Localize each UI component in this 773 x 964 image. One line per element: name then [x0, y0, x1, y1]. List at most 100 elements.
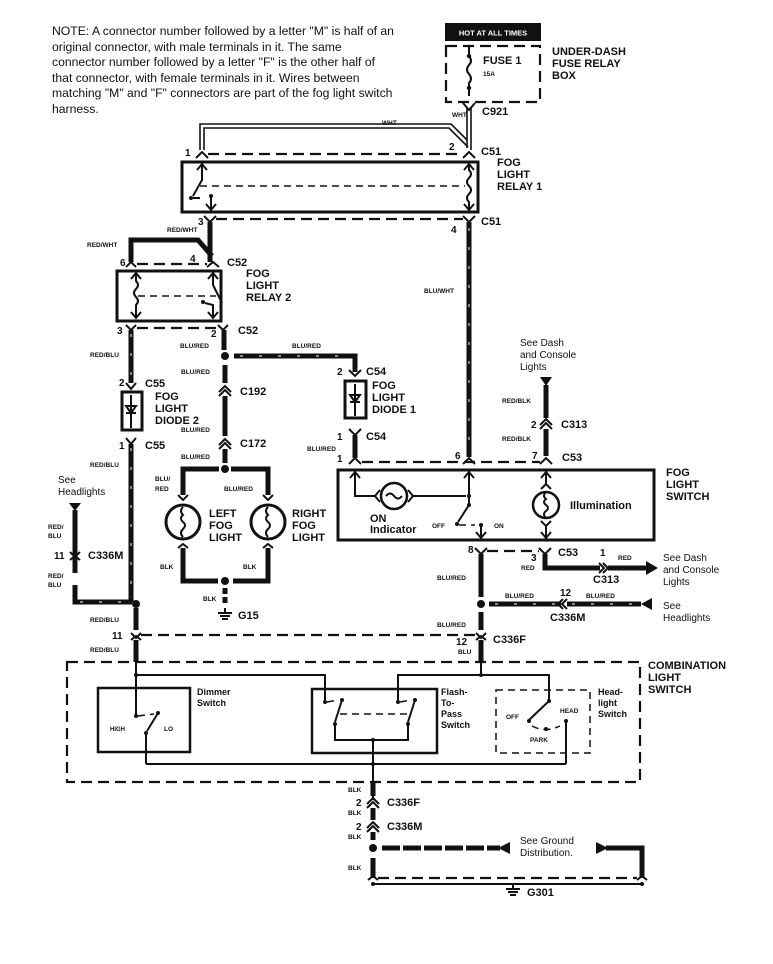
blu-red-label: BLU/RED: [437, 575, 466, 582]
fuse-box-outline: [444, 44, 542, 104]
g15-label: G15: [238, 610, 259, 622]
see-headlights-label-2: Headlights: [58, 487, 105, 498]
blu-slash-label: BLU/: [155, 476, 170, 483]
relay1-body: [180, 160, 480, 214]
diode1-label-1: FOG: [372, 380, 396, 392]
diode2-label-2: LIGHT: [155, 403, 188, 415]
relay1-label-3: RELAY 1: [497, 181, 542, 193]
headlight-switch-outline: [495, 689, 591, 754]
red-label: RED: [155, 486, 169, 493]
right-fog-light-label-3: LIGHT: [292, 532, 325, 544]
blu-red-label: BLU/RED: [586, 593, 615, 600]
red-blu-wire-left: RED/BLU 2 C55 FOG LIGHT DIODE 2 1 C55 RE…: [90, 330, 199, 630]
relay1-coil-icon: [463, 162, 475, 212]
c313-connector-icon: [539, 417, 553, 430]
wht-label: WHT: [382, 120, 397, 127]
dimmer-label-1: Dimmer: [197, 687, 231, 697]
left-fog-light: LEFT FOG LIGHT BLK: [160, 494, 242, 584]
reference-arrow-icon: [498, 842, 510, 854]
see-dash-label-3: Lights: [663, 577, 690, 588]
ground-icon: [218, 608, 232, 620]
blu-red-label: BLU/RED: [181, 427, 210, 434]
right-fog-light-label-2: FOG: [292, 520, 316, 532]
reference-arrow-icon: [540, 377, 552, 386]
c53-pin-7: 7: [532, 451, 538, 462]
red-wht-wire: RED/WHT RED/WHT: [87, 222, 214, 262]
fuse-name: FUSE 1: [483, 55, 522, 67]
left-fog-light-label-3: LIGHT: [209, 532, 242, 544]
c921-label: C921: [482, 106, 508, 118]
blu-red-label: BLU/RED: [505, 593, 534, 600]
see-headlights-left: See Headlights RED/ BLU 11 C336M RED/ BL…: [48, 475, 132, 605]
blu-label: BLU: [48, 533, 62, 540]
pin-11-label: 11: [112, 631, 123, 642]
diode2-label-1: FOG: [155, 391, 179, 403]
blu-label: BLU: [48, 582, 62, 589]
c51-label: C51: [481, 146, 501, 158]
blk-label: BLK: [348, 834, 362, 841]
combo-label-2: LIGHT: [648, 672, 681, 684]
on-indicator-label-1: ON: [370, 513, 387, 525]
dimmer-label-2: Switch: [197, 698, 226, 708]
wht-label: WHT: [452, 112, 467, 119]
c336m-label: C336M: [88, 550, 123, 562]
c55-label-bottom: C55: [145, 440, 165, 452]
relay1-label-1: FOG: [497, 157, 521, 169]
combo-label-3: SWITCH: [648, 684, 691, 696]
headlight-label-2: light: [598, 698, 617, 708]
relay2-coil-icon: [130, 271, 142, 320]
c336m-pin-12: 12: [560, 588, 572, 599]
c336f-pin-2: 2: [356, 798, 362, 809]
fog-switch-outputs: 8 3 C53 RED 1 RED C313 See Dash and Cons…: [437, 545, 720, 662]
blk-label: BLK: [348, 865, 362, 872]
diode2-pin-bottom: 1: [119, 441, 125, 452]
blu-label: BLU: [458, 649, 472, 656]
hot-at-all-times-label: HOT AT ALL TIMES: [459, 29, 527, 38]
relay2-pin-6: 6: [120, 258, 126, 269]
reference-arrow-icon: [596, 842, 608, 854]
see-headlights-label-1: See: [58, 475, 76, 486]
c52-label: C52: [227, 257, 247, 269]
diode1-pin-top: 2: [337, 367, 343, 378]
fuse-box-label-2: FUSE RELAY: [552, 58, 621, 70]
see-dash-label-1: See Dash: [663, 553, 707, 564]
blk-label: BLK: [243, 564, 257, 571]
high-label: HIGH: [110, 727, 125, 733]
c53-label: C53: [558, 547, 578, 559]
left-fog-light-label-2: FOG: [209, 520, 233, 532]
c172-connector-icon: [218, 437, 232, 450]
c53-pin-1: 1: [337, 454, 343, 465]
fog-switch-body: [336, 468, 656, 542]
c51-label: C51: [481, 216, 501, 228]
relay1-label-2: LIGHT: [497, 169, 530, 181]
c336m-connector-icon: [366, 820, 380, 833]
fuse-box-label-1: UNDER-DASH: [552, 46, 626, 58]
blu-red-label: BLU/RED: [181, 454, 210, 461]
fuse-terminal: [466, 53, 472, 59]
c336m-pin-11: 11: [54, 551, 65, 562]
red-blu-label: RED/BLU: [90, 352, 119, 359]
c52-label: C52: [238, 325, 258, 337]
flash-label-2: To-: [441, 698, 454, 708]
red-slash-label: RED/: [48, 573, 64, 580]
relay1-pin-3: 3: [198, 217, 204, 228]
c53-pin-8: 8: [468, 545, 474, 556]
right-fog-light-label-1: RIGHT: [292, 508, 327, 520]
dimmer-switch-body: [96, 686, 192, 754]
dimmer-switch-toggle-icon: [146, 712, 159, 732]
red-blk-label: RED/BLK: [502, 398, 531, 405]
blu-red-label: BLU/RED: [181, 369, 210, 376]
relay2-label-3: RELAY 2: [246, 292, 291, 304]
c55-label: C55: [145, 378, 165, 390]
c54-label: C54: [366, 431, 387, 443]
c54-label: C54: [366, 366, 387, 378]
fog-switch-label-3: SWITCH: [666, 491, 709, 503]
c336f-pin-11: 11 RED/BLU: [90, 631, 477, 662]
right-fog-light-bulb-icon: [249, 503, 287, 541]
blu-wht-wire: BLU/WHT: [424, 222, 472, 457]
c921-connector-icon: [462, 102, 476, 112]
see-ground-label-2: Distribution.: [520, 848, 573, 859]
c313-pin-2: 2: [531, 420, 537, 431]
see-ground-label-1: See Ground: [520, 836, 574, 847]
blu-wht-label: BLU/WHT: [424, 288, 454, 295]
